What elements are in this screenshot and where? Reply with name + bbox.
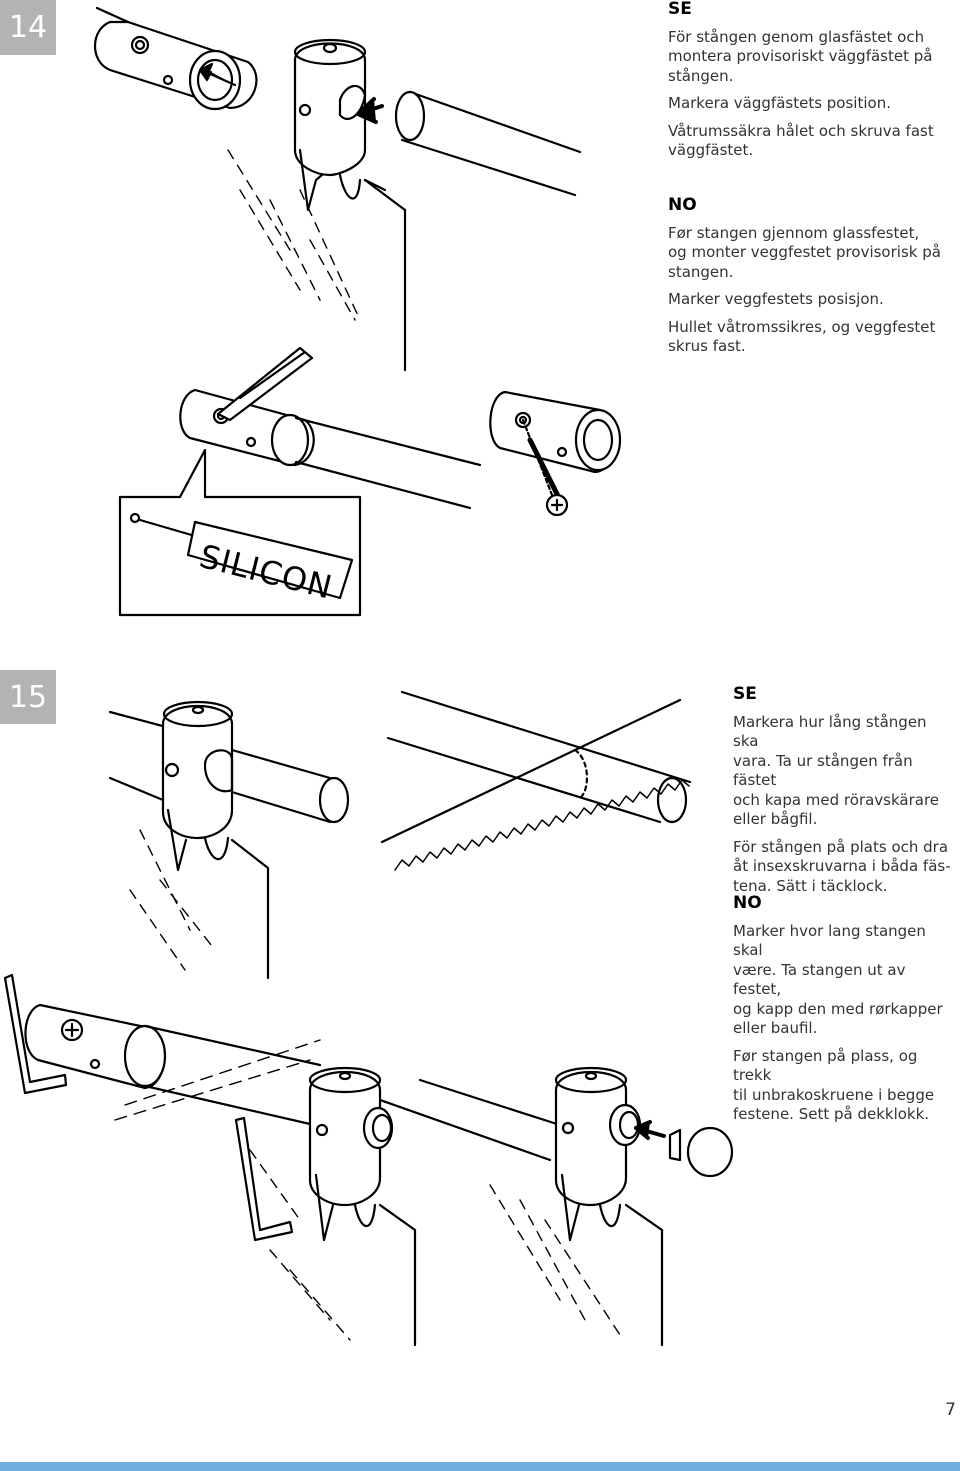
- language-heading-no: NO: [733, 893, 762, 913]
- glass-panel-lines-15c: [249, 1149, 351, 1341]
- instruction-paragraph: Markera hur lång stången ska vara. Ta ur…: [733, 712, 940, 829]
- step15-instructions-no: NO Marker hvor lang stangen skal være. T…: [733, 893, 955, 1133]
- language-heading-no: NO: [668, 195, 697, 215]
- instruction-paragraph: Før stangen på plass, og trekk til unbra…: [733, 1046, 935, 1124]
- step14-instructions-se: SE För stången genom glasfästet och mont…: [668, 0, 948, 169]
- dash-lines-15c: [114, 1039, 321, 1121]
- language-heading-se: SE: [733, 684, 757, 704]
- glass-bracket-illustration-14: [293, 38, 582, 372]
- instruction-paragraph: Før stangen gjennom glassfestet, og mont…: [668, 223, 941, 281]
- instruction-paragraph: Våtrumssäkra hålet och skruva fast väggf…: [668, 121, 934, 160]
- cap-illustration-15d: [418, 1066, 734, 1347]
- instruction-paragraph: För stången genom glasfästet och montera…: [668, 27, 933, 85]
- step15-instructions-se: SE Markera hur lång stången ska vara. Ta…: [733, 684, 955, 904]
- screw-illustration-14c: [489, 390, 622, 517]
- page-number: 7: [945, 1400, 956, 1420]
- glass-panel-lines-15a: [129, 829, 216, 971]
- instruction-paragraph: Hullet våtromssikres, og veggfestet skru…: [668, 317, 936, 356]
- wall-bracket-illustration-14a: [94, 6, 258, 111]
- step-number-15: 15: [0, 670, 56, 724]
- instruction-paragraph: Marker hvor lang stangen skal være. Ta s…: [733, 921, 943, 1038]
- saw-illustration-15b: [380, 690, 692, 871]
- instruction-paragraph: Markera väggfästets position.: [668, 94, 891, 112]
- allen-key-illustration-15c: [3, 973, 322, 1126]
- glass-bracket-illustration-15a: [108, 700, 350, 980]
- glass-panel-lines-14: [227, 149, 361, 321]
- silicon-callout: [118, 448, 362, 617]
- marking-illustration-14b: [179, 346, 482, 510]
- instruction-paragraph: Marker veggfestets posisjon.: [668, 290, 884, 308]
- glass-panel-lines-15d: [489, 1184, 621, 1336]
- language-heading-se: SE: [668, 0, 692, 19]
- footer-bar: [0, 1462, 960, 1471]
- step-number-14: 14: [0, 0, 56, 55]
- glass-bracket-illustration-15c: [234, 1066, 552, 1347]
- instruction-paragraph: För stången på plats och dra åt insexskr…: [733, 837, 951, 895]
- step14-instructions-no: NO Før stangen gjennom glassfestet, og m…: [668, 195, 948, 365]
